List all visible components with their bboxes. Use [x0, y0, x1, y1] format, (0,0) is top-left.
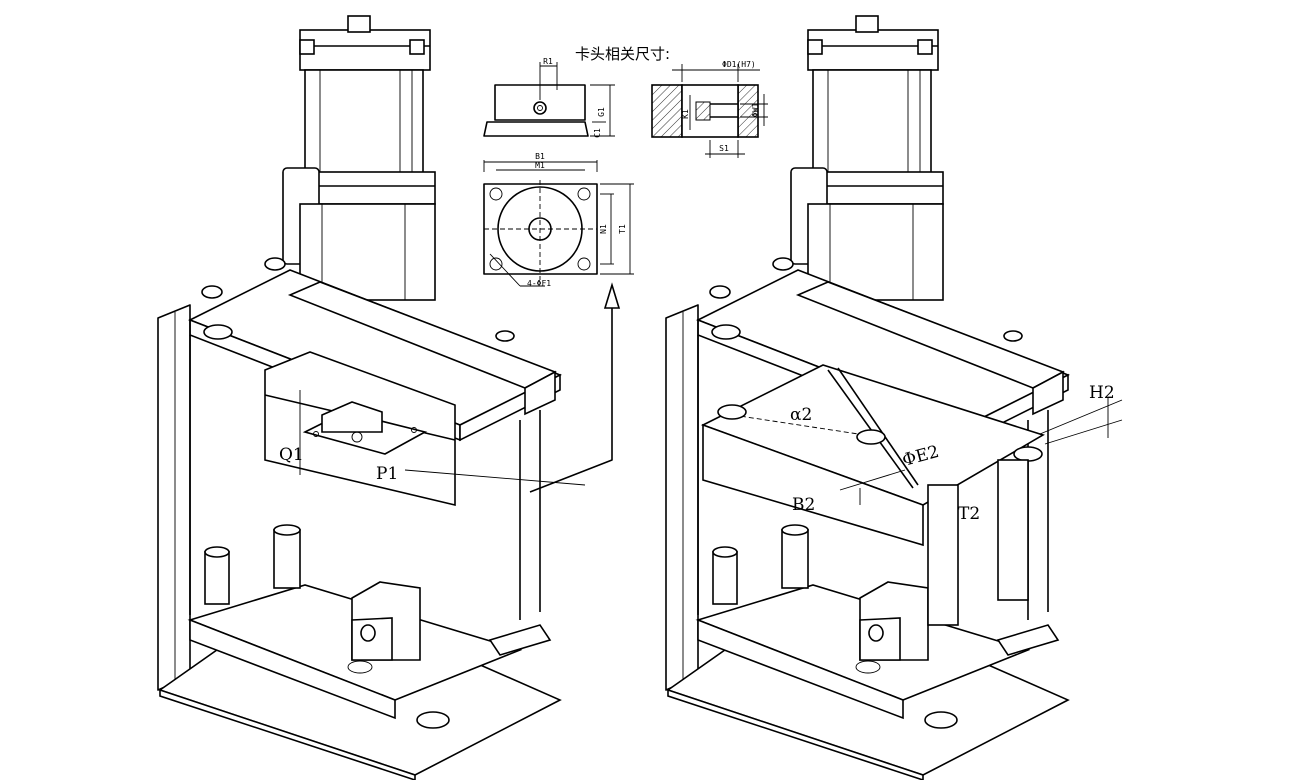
dim-B1: B1	[535, 152, 545, 161]
label-alpha2: α2	[790, 405, 812, 425]
dim-F1: 4-ΦF1	[527, 279, 551, 288]
dim-C1: C1	[593, 128, 602, 138]
dim-K1: K1	[681, 109, 690, 119]
detail-title: 卡头相关尺寸:	[575, 45, 670, 63]
dim-M1: M1	[535, 161, 545, 170]
label-P1: P1	[376, 464, 398, 484]
chuck-dimension-detail: 卡头相关尺寸: R1 G1 C1 B1 M1 N1	[483, 45, 768, 288]
dim-D1: ΦD1(H7)	[722, 60, 756, 69]
label-T2: T2	[958, 504, 980, 524]
dim-S1: S1	[719, 144, 729, 153]
left-press-drawing	[157, 15, 621, 781]
dim-W1: ΦW1	[751, 103, 760, 118]
label-H2: H2	[1089, 383, 1115, 403]
dim-N1: N1	[599, 224, 608, 234]
right-press-drawing	[665, 15, 1069, 781]
dim-R1: R1	[543, 57, 553, 66]
label-B2: B2	[792, 495, 815, 515]
dim-T1: T1	[618, 224, 627, 234]
label-Q1: Q1	[279, 445, 304, 465]
dim-G1: G1	[597, 107, 606, 117]
